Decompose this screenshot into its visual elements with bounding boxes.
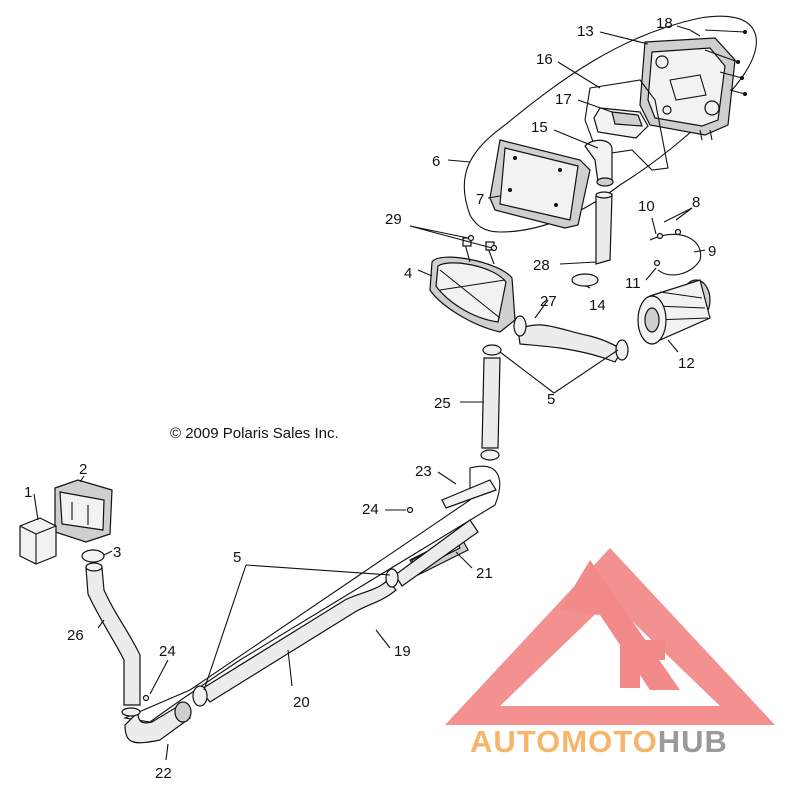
label-part-23: 23: [415, 463, 432, 480]
part-22-elbow: [121, 701, 192, 744]
label-part-20: 20: [293, 694, 310, 711]
part-27-hose: [513, 315, 629, 363]
part-7-filter-panel: [489, 139, 591, 229]
part-18-screws: [689, 29, 747, 96]
part-14-clamp: [571, 273, 599, 287]
label-part-11: 11: [625, 275, 641, 292]
watermark-text-a: AUTOMOTO: [470, 724, 658, 759]
label-part-9: 9: [708, 243, 716, 260]
label-part-21: 21: [476, 565, 493, 582]
label-part-1: 1: [24, 484, 32, 501]
part-19-bracket: [123, 465, 501, 723]
label-part-7: 7: [476, 191, 484, 208]
label-part-29: 29: [385, 211, 402, 228]
airbox-group-outline: [463, 15, 757, 233]
part-12-air-filter: [637, 279, 711, 345]
part-29-rivets: [409, 225, 498, 252]
watermark-logo: [445, 548, 775, 725]
part-labels: 1 2 3 4 5 5 6 7 8 9 10 11 12 13 14 15 16…: [24, 15, 716, 782]
label-part-15: 15: [531, 119, 548, 136]
part-13-airbox-cover: [639, 37, 736, 141]
label-part-8: 8: [692, 194, 700, 211]
part-2-prefilter-box: [54, 479, 113, 543]
part-17-foam: [593, 107, 649, 139]
part-9-clamp-band: [649, 233, 702, 276]
label-part-4: 4: [404, 265, 412, 282]
label-part-24a: 24: [362, 501, 379, 518]
label-part-27: 27: [540, 293, 557, 310]
label-part-13: 13: [577, 23, 594, 40]
part-3-clamp: [81, 549, 105, 563]
part-24-screw-a: [406, 506, 414, 514]
label-part-2: 2: [79, 461, 87, 478]
part-15-snorkel: [584, 139, 614, 187]
label-part-17: 17: [555, 91, 572, 108]
label-part-16: 16: [536, 51, 553, 68]
label-part-12: 12: [678, 355, 695, 372]
label-part-28: 28: [533, 257, 550, 274]
part-20-long-hose: [192, 519, 479, 707]
label-part-18: 18: [656, 15, 673, 32]
part-16-gasket: [584, 79, 669, 171]
label-part-14: 14: [589, 297, 606, 314]
part-26-intake-hose: [85, 562, 141, 706]
label-part-5b: 5: [233, 549, 241, 566]
part-23-bracket: [441, 479, 497, 509]
label-part-26: 26: [67, 627, 84, 644]
leader-lines: [33, 25, 706, 761]
parts-8-10-11-fasteners: [653, 228, 682, 267]
label-part-5a: 5: [547, 391, 555, 408]
part-4-airbox-housing: [429, 237, 516, 333]
label-part-25: 25: [434, 395, 451, 412]
label-part-22: 22: [155, 765, 172, 782]
label-part-19: 19: [394, 643, 411, 660]
watermark-text: AUTOMOTOHUB: [470, 724, 728, 759]
part-28-intake-tube: [595, 191, 613, 265]
label-part-6: 6: [432, 153, 440, 170]
watermark-text-b: HUB: [658, 724, 728, 759]
part-1-foam-block: [19, 517, 57, 565]
copyright-text: © 2009 Polaris Sales Inc.: [170, 425, 339, 442]
label-part-3: 3: [113, 544, 121, 561]
part-24-screw-b: [142, 694, 150, 702]
label-part-24b: 24: [159, 643, 176, 660]
part-25-vertical-tube: [480, 344, 502, 461]
label-part-10: 10: [638, 198, 655, 215]
